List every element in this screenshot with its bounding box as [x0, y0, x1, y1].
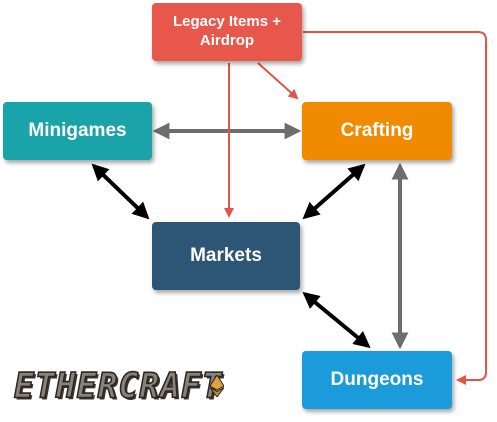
- node-dungeons: Dungeons: [302, 351, 452, 409]
- node-crafting-label: Crafting: [340, 120, 414, 142]
- node-dungeons-label: Dungeons: [330, 369, 424, 391]
- node-markets: Markets: [152, 222, 300, 290]
- ethercraft-logo: ETHERCRAFT: [13, 363, 224, 407]
- node-markets-label: Markets: [190, 245, 262, 267]
- edge-legacy-crafting: [257, 62, 299, 100]
- ethereum-diamond-icon: [210, 375, 224, 397]
- edge-minigames-markets: [91, 163, 150, 220]
- edge-markets-dungeons: [302, 291, 371, 349]
- node-minigames-label: Minigames: [28, 120, 127, 142]
- edge-legacy-dungeons: [303, 31, 487, 385]
- node-legacy-label: Legacy Items + Airdrop: [173, 13, 281, 49]
- node-minigames: Minigames: [3, 102, 152, 160]
- node-crafting: Crafting: [302, 102, 452, 160]
- logo-text: ETHERCRAFT: [13, 364, 223, 407]
- node-legacy-items-airdrop: Legacy Items + Airdrop: [152, 3, 302, 61]
- edge-crafting-markets: [302, 163, 366, 220]
